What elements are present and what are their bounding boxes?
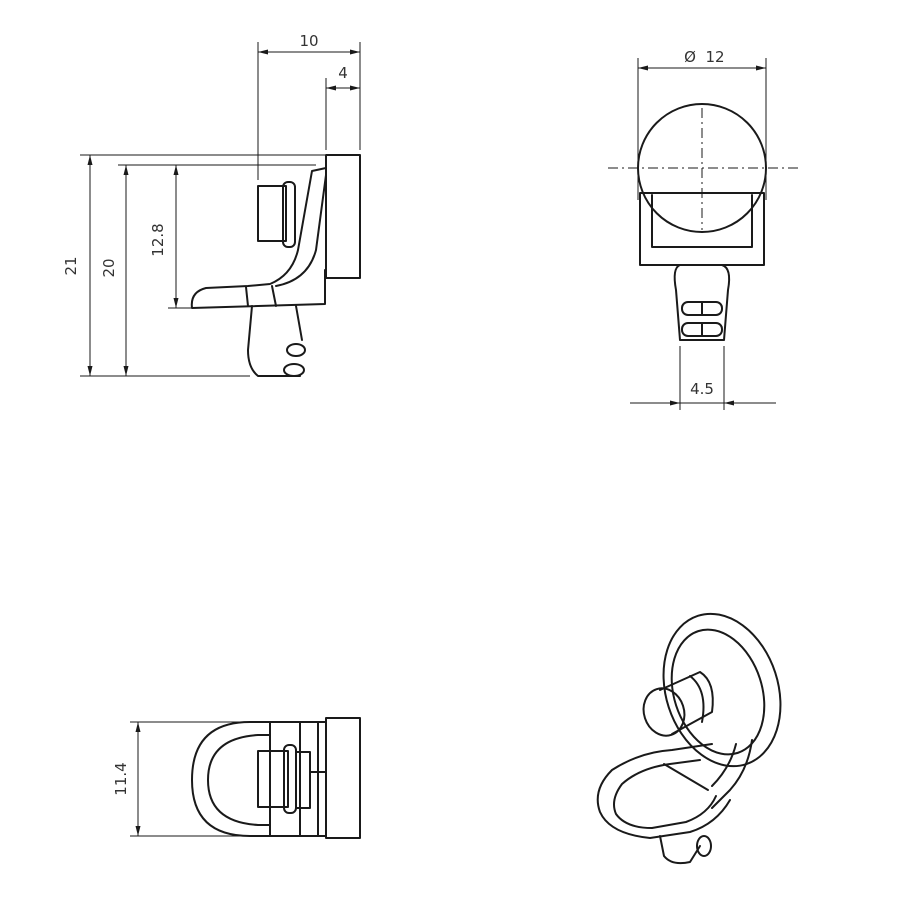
plan-view: 11.4 (112, 717, 361, 839)
iso-boss (696, 835, 712, 857)
iso-stem (659, 835, 701, 865)
dim-diameter-label: 12 (705, 48, 724, 66)
side-boss-upper (286, 343, 306, 357)
plan-bracket-outer (191, 721, 327, 837)
side-bracket-body (190, 167, 327, 309)
dim-stem-width-label: 4.5 (690, 380, 714, 398)
dim-width-label: 10 (299, 32, 318, 50)
front-stem (673, 264, 731, 341)
iso-pin (659, 671, 714, 735)
plan-bracket-inner (207, 734, 271, 826)
side-stem (247, 305, 301, 377)
front-view: Ø 12 4.5 (608, 48, 798, 410)
side-bracket-fillet (275, 174, 327, 287)
dim-overall-height-label: 21 (62, 256, 80, 275)
side-boss-lower (283, 363, 305, 377)
side-pin-collar (282, 181, 296, 248)
side-pin (257, 185, 287, 242)
dim-pin-height-label: 20 (100, 258, 118, 277)
isometric-view (596, 612, 782, 865)
iso-seat-outer (596, 743, 731, 839)
plan-pin (257, 750, 289, 808)
dim-flange-label: 4 (338, 64, 348, 82)
plan-pin-collar (283, 744, 297, 814)
iso-flange-inner (670, 628, 766, 756)
iso-bracket-arm (711, 739, 753, 809)
dim-seat-height-label: 12.8 (149, 223, 167, 256)
side-flange-plate (325, 154, 361, 279)
iso-seat-inner (613, 759, 717, 829)
side-view: 10 4 21 20 12.8 (62, 32, 361, 377)
dim-plan-width-label: 11.4 (112, 762, 130, 795)
dim-diameter-symbol: Ø (684, 48, 696, 66)
plan-flange-plate (325, 717, 361, 839)
